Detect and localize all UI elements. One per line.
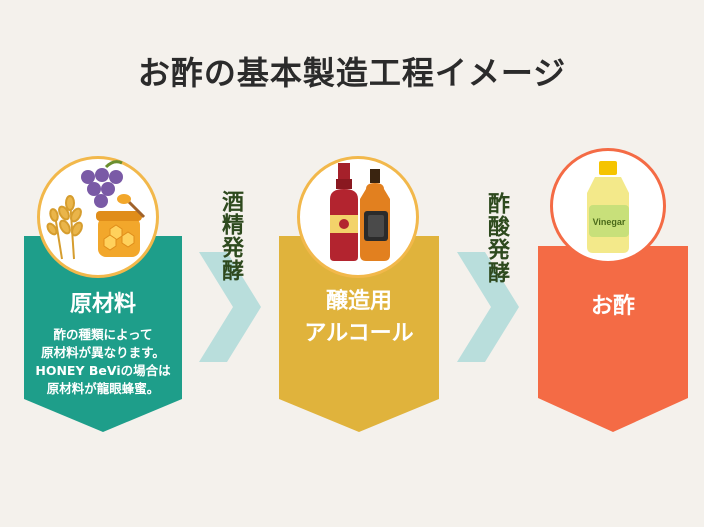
vinegar-image-circle: Vinegar (550, 148, 666, 264)
step-vinegar: お酢 (538, 246, 688, 432)
process-arrow (457, 252, 519, 362)
title-line: アルコール (304, 321, 414, 346)
step-title: 原材料 (69, 292, 136, 317)
liquor-bottles-icon (330, 163, 390, 261)
raw-materials-image-circle (37, 156, 159, 278)
step-card-shape (24, 236, 182, 432)
alcohol-image-circle (297, 156, 419, 278)
vinegar-bottle-icon: Vinegar (587, 161, 629, 253)
desc-line: 原材料が異なります。 (41, 345, 165, 360)
step-brewing-alcohol: 醸造用 アルコール (279, 236, 439, 432)
page-title: お酢の基本製造工程イメージ (137, 54, 567, 92)
grapes-honey-wheat-icon (46, 160, 146, 260)
vinegar-label-text: Vinegar (593, 217, 626, 227)
process-label-acetic-fermentation: 酢酸発酵 (484, 192, 509, 284)
title-line: 醸造用 (325, 289, 392, 314)
desc-line: 原材料が龍眼蜂蜜。 (46, 381, 160, 396)
desc-line: 酢の種類によって (53, 327, 153, 342)
step-title: 醸造用 アルコール (279, 286, 439, 350)
process-arrow (199, 252, 261, 362)
step-card-shape (538, 246, 688, 432)
step-raw-materials: 原材料 酢の種類によって 原材料が異なります。 HONEY BeViの場合は 原… (24, 236, 182, 432)
step-card-shape (279, 236, 439, 432)
desc-line: HONEY BeViの場合は (35, 363, 171, 378)
step-description: 酢の種類によって 原材料が異なります。 HONEY BeViの場合は 原材料が龍… (24, 326, 182, 398)
process-label-alcohol-fermentation: 酒精発酵 (218, 190, 243, 282)
step-title: お酢 (590, 294, 635, 319)
